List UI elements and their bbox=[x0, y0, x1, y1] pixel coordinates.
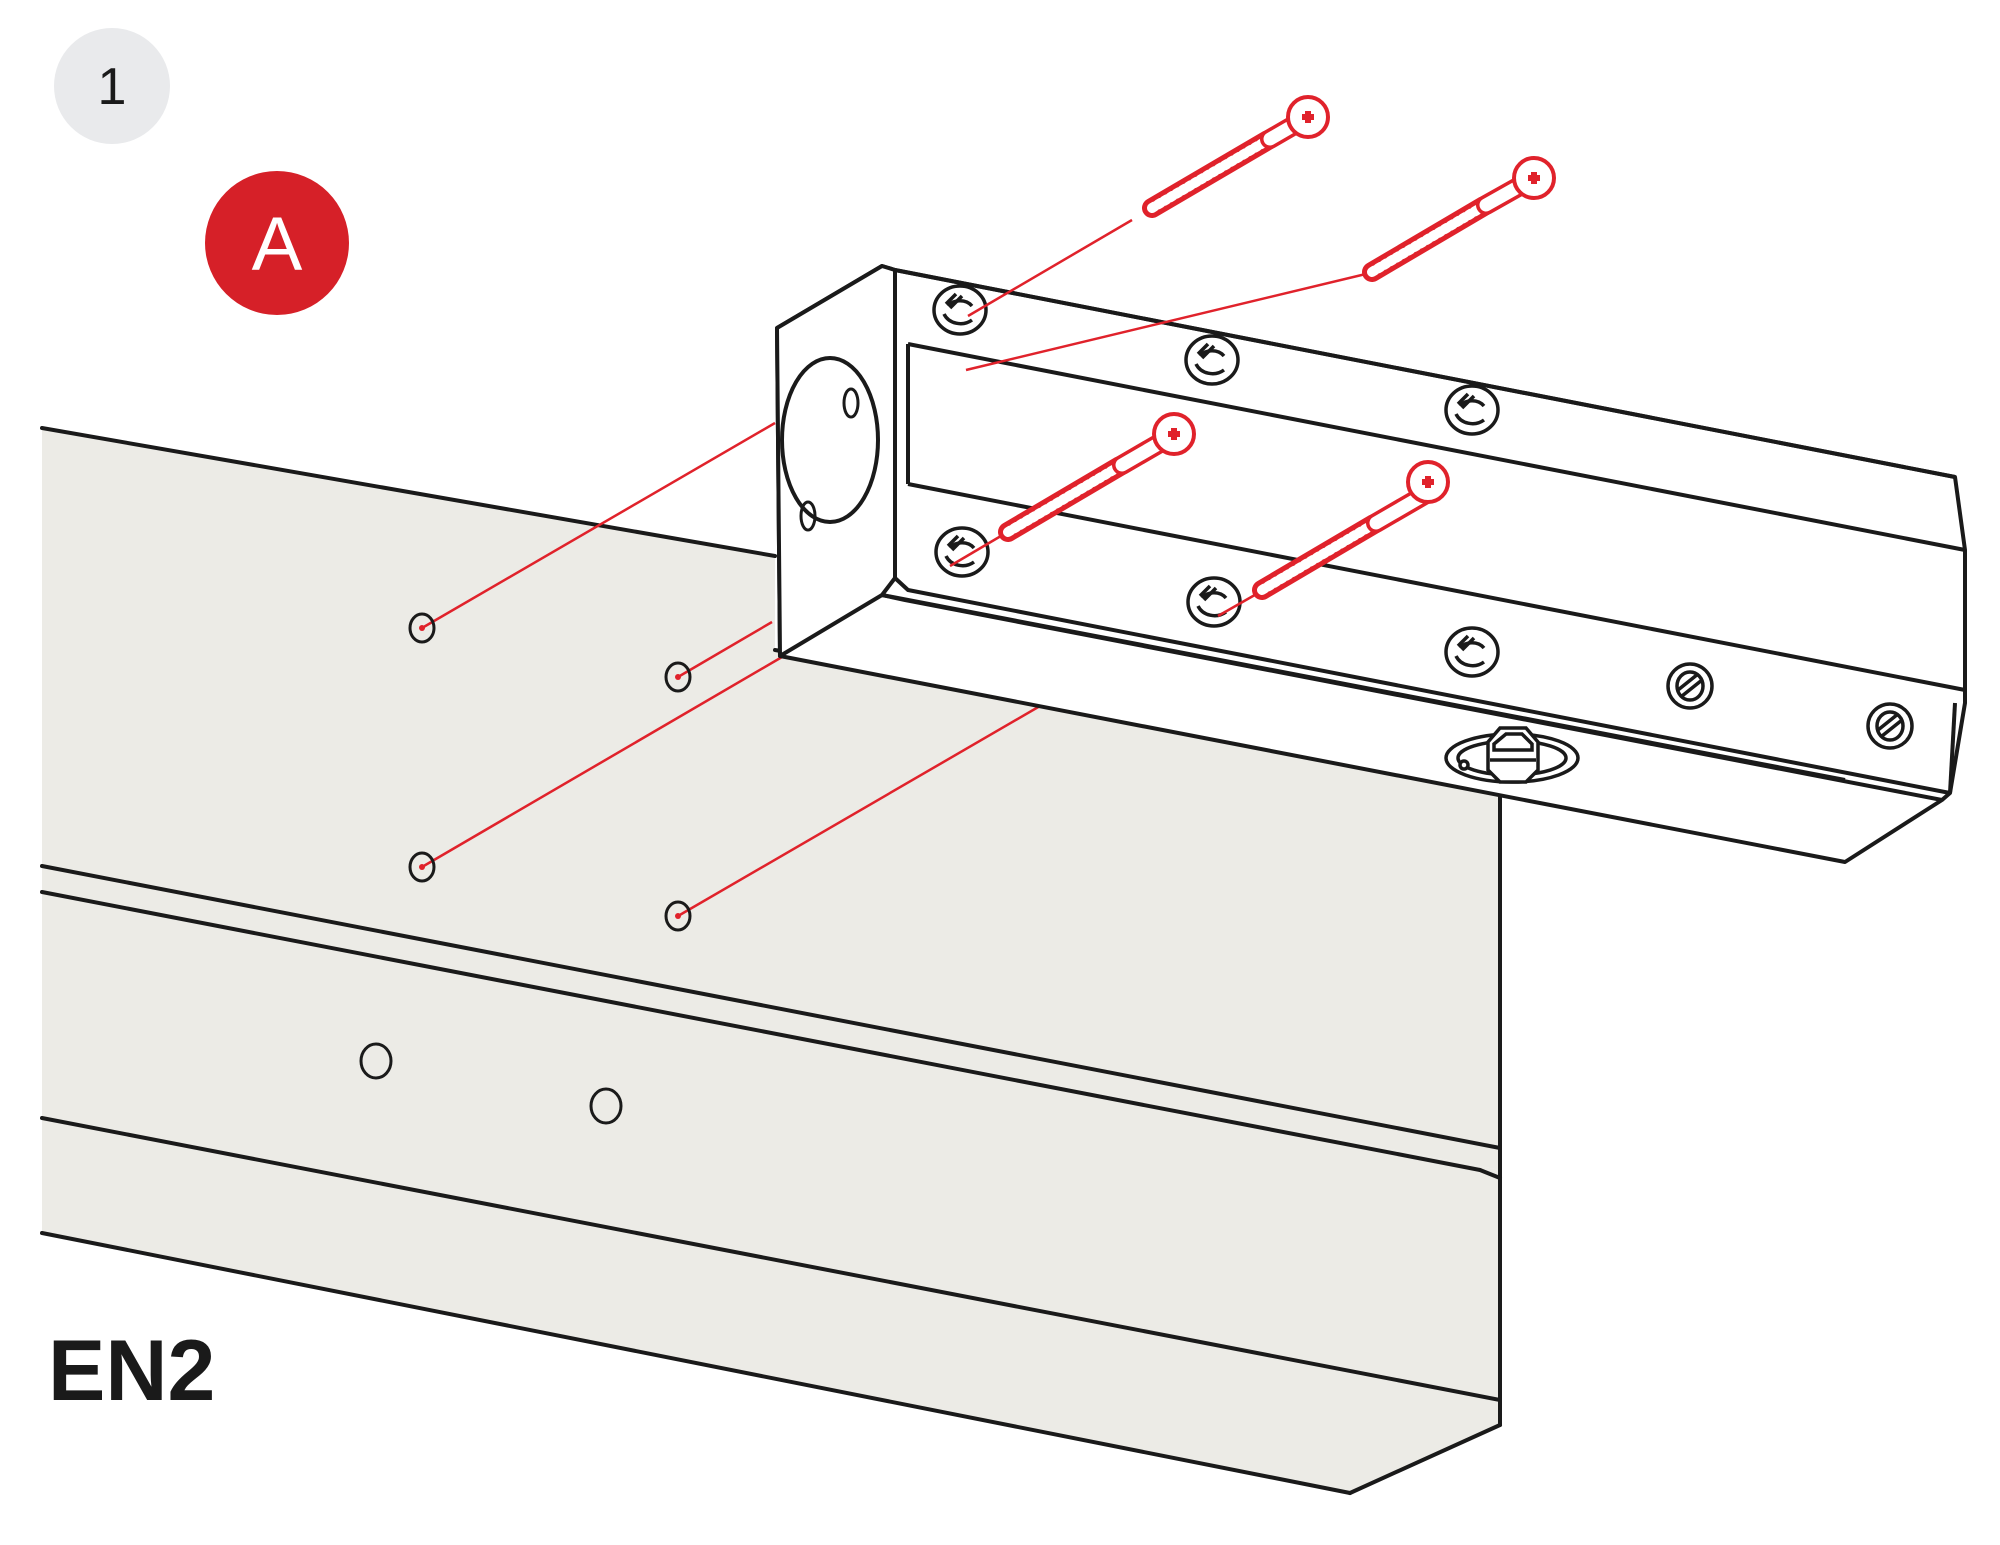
door-frame bbox=[40, 426, 1502, 1495]
callout-badge: A bbox=[205, 171, 349, 315]
mounting-hole-icon bbox=[408, 851, 436, 883]
screw-leaders bbox=[949, 218, 1371, 618]
step-number: 1 bbox=[98, 58, 127, 116]
phillips-screw-icon bbox=[1252, 460, 1450, 600]
mounting-guides bbox=[408, 421, 1041, 932]
frame-hole bbox=[589, 1087, 623, 1125]
closer-holes bbox=[932, 284, 1500, 678]
step-badge: 1 bbox=[54, 28, 170, 144]
mounting-hole-icon bbox=[664, 661, 692, 693]
frame-lower-face bbox=[42, 892, 1500, 1493]
mounting-hole-icon bbox=[664, 900, 692, 932]
door-closer bbox=[775, 264, 1967, 864]
frame-upper-face bbox=[42, 428, 1500, 1170]
model-label: EN2 bbox=[48, 1323, 215, 1419]
end-cap-disc bbox=[780, 356, 880, 524]
phillips-screw-icon bbox=[1362, 156, 1556, 282]
phillips-screw-icon bbox=[1142, 95, 1330, 218]
spindle-icon bbox=[1444, 726, 1580, 784]
frame-hole bbox=[359, 1042, 393, 1080]
adjustment-valves bbox=[1666, 662, 1914, 750]
phillips-screw-icon bbox=[998, 412, 1196, 542]
mounting-hole-icon bbox=[408, 612, 436, 644]
callout-letter: A bbox=[252, 202, 303, 287]
